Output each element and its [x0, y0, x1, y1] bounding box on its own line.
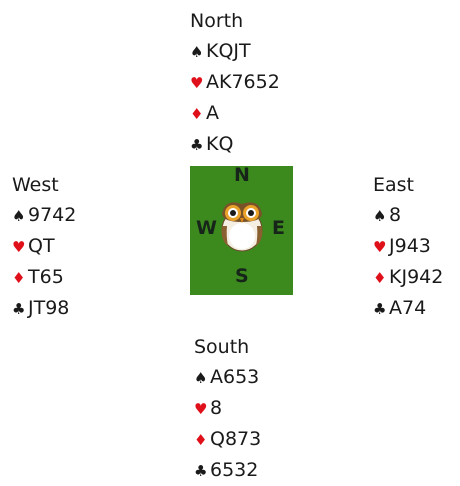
club-icon: ♣ — [12, 300, 26, 318]
south-hearts-row: ♥8 — [194, 393, 261, 424]
spade-icon: ♠ — [194, 369, 208, 387]
north-clubs: KQ — [206, 133, 234, 155]
west-clubs-row: ♣JT98 — [12, 293, 76, 324]
east-hearts: J943 — [389, 235, 431, 257]
north-label: North — [190, 10, 244, 32]
south-label: South — [194, 336, 250, 358]
south-hearts: 8 — [210, 397, 223, 419]
east-hearts-row: ♥J943 — [373, 231, 443, 262]
west-diamonds-row: ♦T65 — [12, 262, 76, 293]
south-clubs-row: ♣6532 — [194, 455, 261, 486]
south-clubs: 6532 — [210, 459, 259, 481]
north-hearts: AK7652 — [206, 71, 280, 93]
west-diamonds: T65 — [28, 266, 64, 288]
north-diamonds-row: ♦A — [190, 98, 280, 129]
diamond-icon: ♦ — [12, 269, 26, 287]
spade-icon: ♠ — [373, 207, 387, 225]
diamond-icon: ♦ — [190, 105, 204, 123]
south-spades-row: ♠A653 — [194, 362, 261, 393]
owl-icon — [221, 202, 263, 252]
north-diamonds: A — [206, 102, 219, 124]
club-icon: ♣ — [373, 300, 387, 318]
east-label: East — [373, 174, 414, 196]
heart-icon: ♥ — [194, 400, 208, 418]
east-diamonds: KJ942 — [389, 266, 444, 288]
compass-south: S — [235, 265, 249, 287]
diamond-icon: ♦ — [194, 431, 208, 449]
spade-icon: ♠ — [12, 207, 26, 225]
south-spades: A653 — [210, 366, 260, 388]
compass-box: N W E S — [190, 164, 293, 295]
south-diamonds-row: ♦Q873 — [194, 424, 261, 455]
west-hearts-row: ♥QT — [12, 231, 76, 262]
club-icon: ♣ — [194, 462, 208, 480]
west-label: West — [12, 174, 59, 196]
east-clubs-row: ♣A74 — [373, 293, 443, 324]
west-spades-row: ♠9742 — [12, 200, 76, 231]
west-spades: 9742 — [28, 204, 77, 226]
compass-north: N — [234, 164, 250, 186]
north-clubs-row: ♣KQ — [190, 129, 280, 160]
compass-west: W — [196, 217, 217, 239]
north-hand: North ♠KQJT ♥AK7652 ♦A ♣KQ — [190, 6, 280, 160]
east-spades-row: ♠8 — [373, 200, 443, 231]
east-diamonds-row: ♦KJ942 — [373, 262, 443, 293]
north-hearts-row: ♥AK7652 — [190, 67, 280, 98]
spade-icon: ♠ — [190, 43, 204, 61]
east-hand: East ♠8 ♥J943 ♦KJ942 ♣A74 — [373, 170, 443, 324]
west-hand: West ♠9742 ♥QT ♦T65 ♣JT98 — [12, 170, 76, 324]
heart-icon: ♥ — [12, 238, 26, 256]
south-hand: South ♠A653 ♥8 ♦Q873 ♣6532 — [194, 332, 261, 486]
north-spades: KQJT — [206, 40, 251, 62]
heart-icon: ♥ — [190, 74, 204, 92]
west-clubs: JT98 — [28, 297, 70, 319]
compass-east: E — [272, 217, 285, 239]
club-icon: ♣ — [190, 136, 204, 154]
west-hearts: QT — [28, 235, 55, 257]
east-spades: 8 — [389, 204, 402, 226]
south-diamonds: Q873 — [210, 428, 262, 450]
heart-icon: ♥ — [373, 238, 387, 256]
east-clubs: A74 — [389, 297, 427, 319]
north-spades-row: ♠KQJT — [190, 36, 280, 67]
diamond-icon: ♦ — [373, 269, 387, 287]
